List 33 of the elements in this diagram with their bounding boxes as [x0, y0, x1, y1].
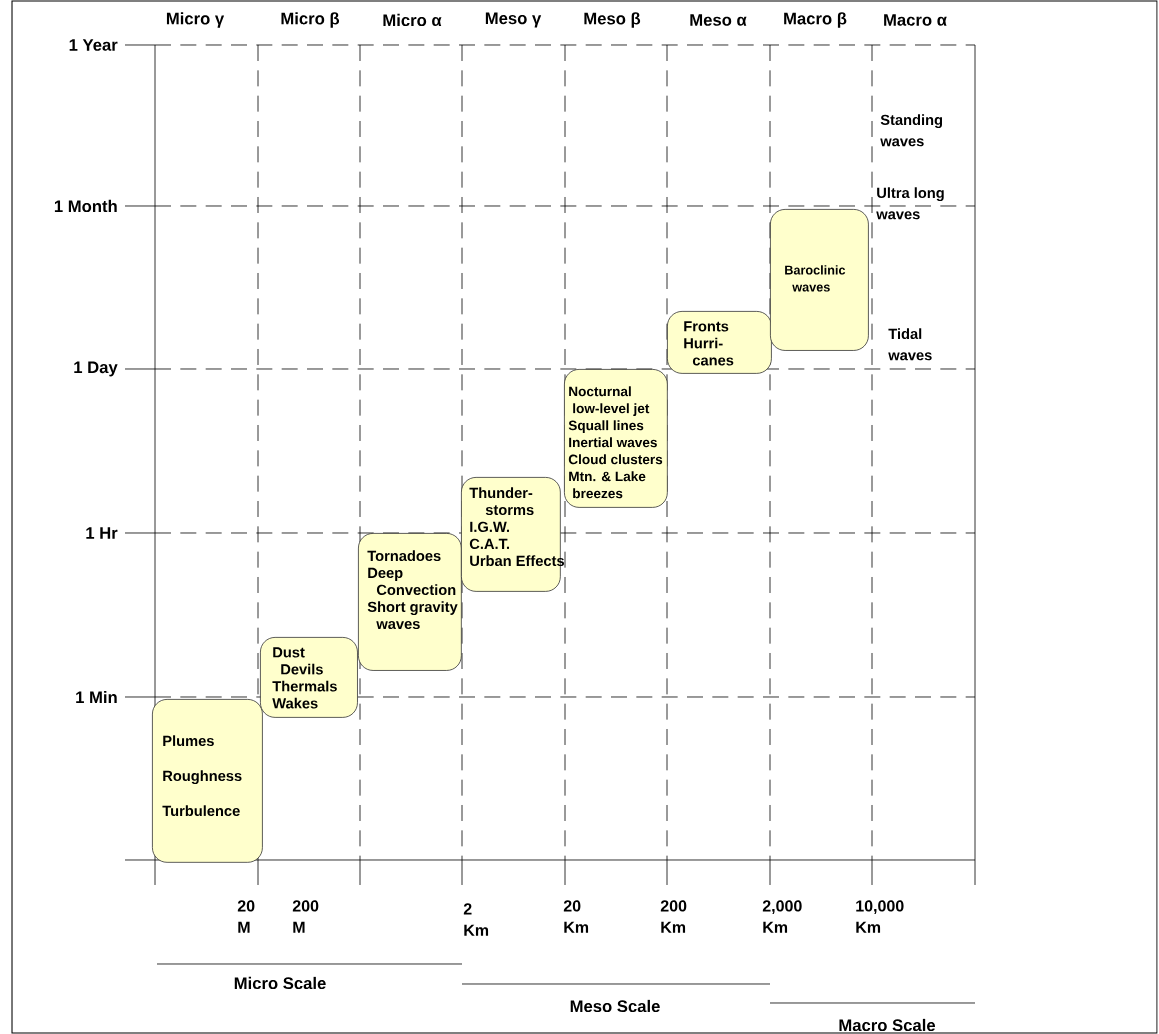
- time-label: 1 Min: [76, 690, 117, 704]
- column-header: Meso β: [584, 12, 641, 28]
- scale-label: Macro Scale: [839, 1018, 936, 1032]
- time-label: 1 Year: [69, 39, 118, 51]
- distance-label: 10,000 Km: [856, 900, 904, 933]
- wave-label: Ultra long waves: [876, 187, 944, 220]
- event-box: Thunder- storms I.G.W. C.A.T. Urban Effects: [461, 477, 564, 592]
- time-label: 1 Month: [54, 199, 117, 213]
- distance-label: 20 Km: [563, 900, 589, 933]
- scale-label: Meso Scale: [570, 999, 660, 1013]
- event-box: Dust Devils Thermals Wakes: [260, 637, 358, 718]
- event-box: Tornadoes Deep Convection Short gravity waves: [358, 533, 462, 671]
- event-box: Nocturnal low-level jet Squall lines Inertial waves Cloud clusters Mtn. & Lake breezes: [564, 369, 668, 508]
- column-header: Macro α: [884, 14, 947, 26]
- scale-label: Micro Scale: [234, 976, 326, 990]
- distance-label: 200 M: [292, 900, 319, 933]
- event-box: Plumes Roughness Turbulence: [152, 699, 263, 863]
- wave-label: Tidal waves: [888, 328, 932, 361]
- time-label: 1 Hr: [86, 527, 118, 539]
- column-header: Macro β: [784, 12, 847, 28]
- column-header: Micro α: [383, 13, 442, 27]
- time-label: 1 Day: [74, 361, 118, 377]
- event-box: Baroclinic waves: [770, 209, 869, 351]
- distance-label: 2 Km: [463, 903, 489, 936]
- column-header: Meso α: [690, 14, 747, 26]
- event-box: Fronts Hurri- canes: [667, 311, 772, 374]
- distance-label: 20 M: [237, 900, 255, 933]
- column-header: Micro β: [281, 12, 340, 28]
- column-header: Meso γ: [485, 12, 542, 28]
- column-header: Micro γ: [166, 12, 225, 28]
- distance-label: 2,000 Km: [762, 900, 802, 933]
- wave-label: Standing waves: [880, 114, 943, 147]
- distance-label: 200 Km: [660, 900, 687, 933]
